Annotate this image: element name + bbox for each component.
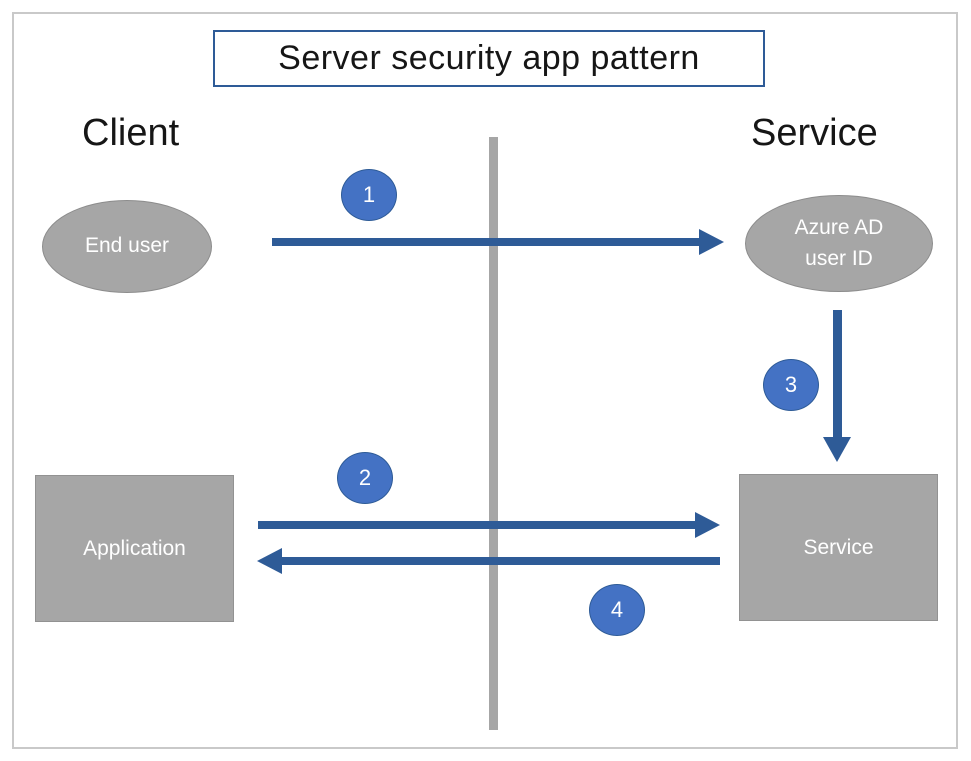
diagram-border [12,12,958,749]
node-end-user: End user [42,200,212,293]
node-azure-ad-user-id: Azure AD user ID [745,195,933,292]
step-badge-1-number: 1 [362,182,376,207]
node-application-label: Application [83,536,186,560]
client-service-divider [489,137,498,730]
step-badge-2: 2 [337,452,393,504]
arrow-1-line [272,238,700,246]
arrow-4-head-icon [257,548,282,574]
arrow-2-line [258,521,696,529]
node-end-user-label: End user [84,234,170,258]
step-badge-1: 1 [341,169,397,221]
diagram-title: Server security app pattern [278,39,700,77]
arrow-3-head-icon [823,437,851,462]
node-azure-ad-label-line1: Azure AD [794,216,884,240]
node-application: Application [35,475,234,622]
arrow-1-head-icon [699,229,724,255]
step-badge-2-number: 2 [358,465,372,490]
arrow-4-line [282,557,720,565]
arrow-2-head-icon [695,512,720,538]
column-heading-client: Client [82,112,180,154]
step-badge-4-number: 4 [610,597,624,622]
arrow-3-line [833,310,842,438]
step-badge-3: 3 [763,359,819,411]
node-service-label: Service [803,535,874,559]
node-service: Service [739,474,938,621]
node-azure-ad-label-line2: user ID [805,246,873,270]
step-badge-4: 4 [589,584,645,636]
step-badge-3-number: 3 [784,372,798,397]
diagram-title-box: Server security app pattern [213,30,765,87]
column-heading-service: Service [751,112,878,154]
